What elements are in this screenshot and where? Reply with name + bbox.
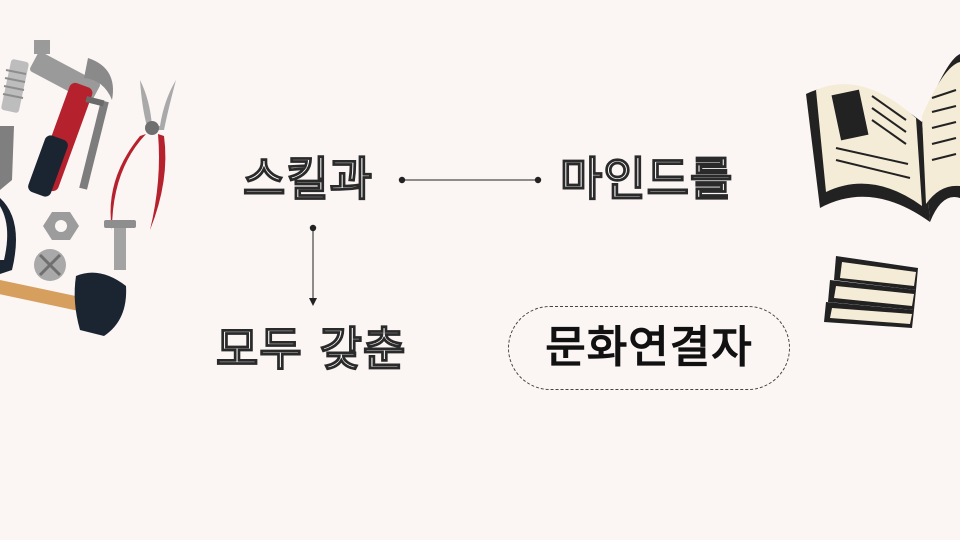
books-illustration-icon bbox=[806, 54, 960, 328]
highlight-label: 문화연결자 bbox=[545, 322, 753, 373]
pliers-icon bbox=[110, 80, 176, 230]
book-stack-icon bbox=[824, 256, 918, 328]
connector-skill-to-mind bbox=[398, 176, 542, 184]
tools-illustration-icon bbox=[0, 40, 176, 336]
connector-skill-to-all bbox=[309, 224, 317, 306]
highlight-pill: 문화연결자 bbox=[508, 306, 790, 390]
word-skill: 스킬과 bbox=[242, 152, 373, 206]
wood-screw-icon bbox=[104, 220, 136, 270]
hammer-icon bbox=[28, 40, 113, 197]
open-book-icon bbox=[806, 54, 960, 222]
screw-head-icon bbox=[34, 249, 66, 281]
hex-nut-icon bbox=[43, 212, 79, 240]
screw-icon bbox=[1, 59, 29, 113]
nail-icon bbox=[79, 96, 109, 190]
word-mind: 마인드를 bbox=[559, 152, 734, 206]
chisel-icon bbox=[0, 126, 16, 274]
axe-icon bbox=[0, 272, 127, 336]
word-all-equipped: 모두 갖춘 bbox=[215, 322, 407, 376]
